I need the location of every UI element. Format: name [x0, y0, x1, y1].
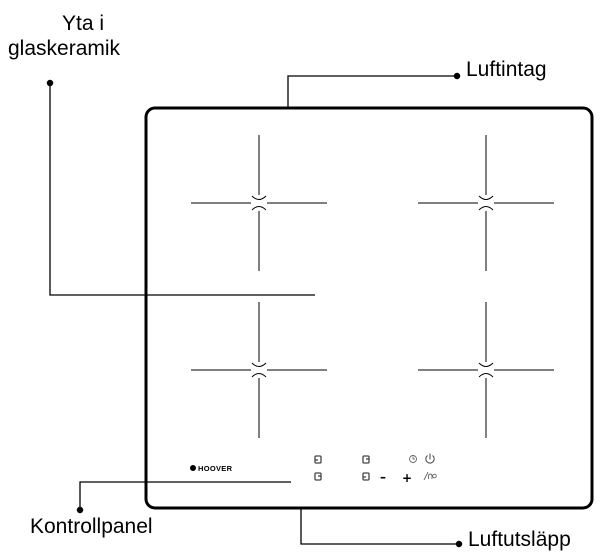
leader-control-panel: [76, 481, 291, 514]
label-glass-surface-line2: glaskeramik: [8, 37, 121, 60]
cooking-zone-front-right: [418, 302, 554, 438]
leader-air-exhaust: [300, 508, 463, 548]
brand-logo: HOOVER: [190, 464, 233, 473]
label-control-panel: Kontrollpanel: [30, 515, 153, 538]
zone-rear-right-icon[interactable]: [362, 455, 370, 464]
minus-button[interactable]: –: [380, 470, 386, 484]
label-glass-surface-line1: Yta i: [62, 12, 105, 35]
timer-icon[interactable]: [409, 455, 417, 463]
cooktop-outline: [144, 106, 594, 510]
leader-air-intake: [287, 72, 461, 108]
leader-glass-surface: [46, 79, 315, 296]
lock-icon[interactable]: [423, 471, 437, 481]
zone-front-left-icon[interactable]: [314, 455, 322, 464]
plus-button[interactable]: +: [402, 471, 412, 485]
label-air-intake: Luftintag: [466, 58, 547, 81]
cooking-zone-rear-left: [191, 135, 327, 271]
label-air-exhaust: Luftutsläpp: [468, 528, 571, 551]
cooking-zone-front-left: [191, 302, 327, 438]
hoover-logo-icon: [190, 465, 196, 471]
power-icon[interactable]: [425, 453, 435, 464]
zone-front-right-icon[interactable]: [362, 472, 370, 481]
brand-name: HOOVER: [198, 464, 233, 473]
zone-rear-left-icon[interactable]: [314, 472, 322, 481]
cooking-zone-rear-right: [418, 135, 554, 271]
